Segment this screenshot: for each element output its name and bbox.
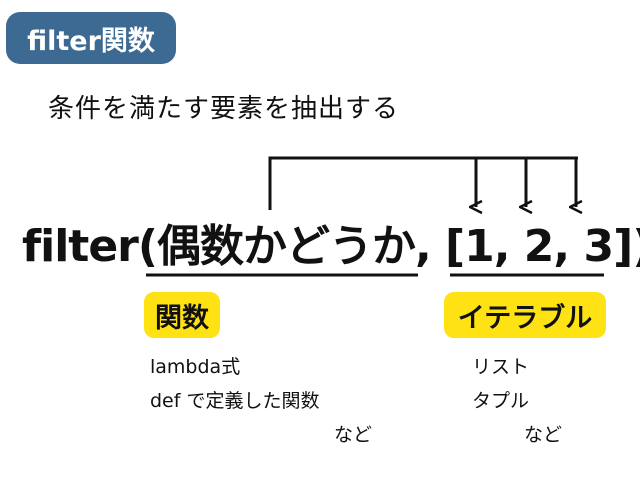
iterable-tag: イテラブル <box>444 292 606 338</box>
code-func-name: filter( <box>22 221 158 272</box>
code-expression: filter(偶数かどうか, [1, 2, 3]) <box>22 210 640 274</box>
iterable-example-3: など <box>524 424 563 446</box>
function-tag: 関数 <box>144 292 220 338</box>
iterable-example-2: タプル <box>472 390 530 412</box>
title-badge-label: filter関数 <box>27 25 155 57</box>
code-separator: , <box>415 221 446 272</box>
title-badge: filter関数 <box>6 12 176 64</box>
code-condition: 偶数かどうか <box>157 221 416 272</box>
description-text: 条件を満たす要素を抽出する <box>48 94 400 124</box>
bracket-line <box>268 156 578 210</box>
code-iterable: [1, 2, 3] <box>445 221 633 272</box>
iterable-tag-label: イテラブル <box>457 302 593 334</box>
function-example-3: など <box>334 424 373 446</box>
function-example-2: def で定義した関数 <box>150 390 320 412</box>
code-close: ) <box>632 221 640 272</box>
function-tag-label: 関数 <box>155 302 209 334</box>
iterable-example-1: リスト <box>472 356 530 378</box>
function-example-1: lambda式 <box>150 356 241 378</box>
